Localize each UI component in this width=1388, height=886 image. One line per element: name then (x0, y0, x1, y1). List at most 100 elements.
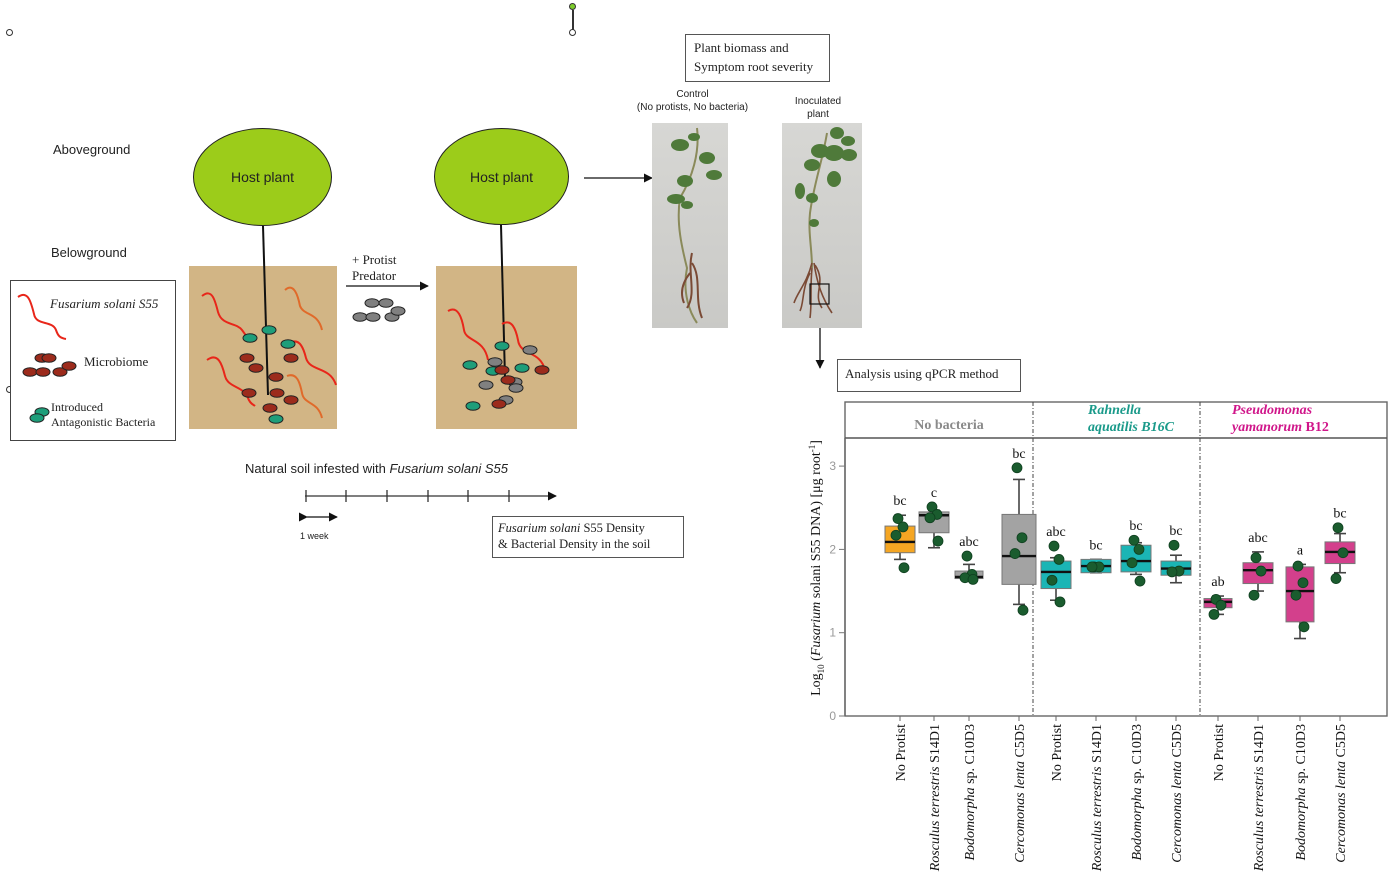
significance-letter: bc (1169, 524, 1182, 539)
ylabel-species: Fusarium (809, 602, 824, 657)
data-point (897, 521, 909, 533)
x-label-italic: Cercomonas lenta (1170, 761, 1185, 863)
data-point (1337, 547, 1349, 559)
host-plant-2: Host plant (434, 128, 569, 225)
data-point (1133, 544, 1145, 555)
protist-cell (365, 312, 381, 322)
ylabel-sub: 10 (816, 664, 826, 674)
box-group: a (1285, 543, 1315, 640)
y-tick-label: 2 (829, 542, 836, 556)
control-line1: Control (676, 89, 709, 100)
chart-frame (844, 401, 1388, 717)
protist-cell (390, 306, 406, 316)
data-point (967, 573, 979, 585)
x-tick-label: No Protist (1212, 724, 1227, 781)
box-group: bc (1160, 524, 1192, 584)
significance-letter: c (931, 486, 937, 501)
inoculated-line2: plant (807, 109, 829, 120)
x-tick-label: Bodomorpha sp. C10D3 (963, 724, 978, 861)
x-label-italic: Rosculus terrestris (928, 766, 943, 872)
significance-letter: abc (959, 535, 978, 550)
data-point (1332, 522, 1344, 534)
microbiome-cell (534, 365, 550, 375)
box-group: bc (884, 494, 916, 574)
soil-before (189, 266, 337, 429)
x-label-rest: C5D5 (1334, 724, 1349, 761)
density-box-species: Fusarium solani (498, 521, 581, 535)
legend-introduced-line1: Introduced (51, 400, 103, 414)
data-point (1053, 553, 1065, 565)
data-point (1009, 548, 1021, 559)
x-label-rest: sp. C10D3 (1130, 724, 1145, 787)
control-plant-drawing (667, 127, 722, 324)
box-group: c (918, 486, 950, 549)
data-point (1298, 621, 1310, 633)
legend-microbiome-label: Microbiome (84, 354, 149, 369)
rotate-handle[interactable] (569, 3, 576, 10)
microbiome-cell (239, 353, 255, 363)
microbiome-cell (248, 363, 264, 373)
timeline-title: Natural soil infested with Fusarium sola… (245, 461, 508, 476)
stem-1 (262, 225, 269, 396)
data-point (1016, 532, 1028, 544)
qpcr-box: Analysis using qPCR method (837, 359, 1021, 392)
data-point (1048, 540, 1060, 552)
antagonistic-cell (280, 339, 296, 349)
timeline-ticks (305, 490, 510, 502)
significance-letter: abc (1046, 525, 1065, 540)
ylabel-open: ( (809, 656, 824, 665)
y-tick-label: 3 (829, 459, 836, 473)
box-group: bc (1001, 447, 1037, 616)
protist-predator-label: + Protist Predator (352, 252, 397, 284)
selection-handle[interactable] (569, 29, 576, 36)
box-iqr (1001, 513, 1037, 585)
panel-title-rahnella-line1: Rahnella (1087, 403, 1141, 418)
antagonistic-cell (494, 341, 510, 351)
y-tick-label: 0 (829, 709, 836, 723)
inoculated-plant-drawing (793, 127, 857, 319)
microbiome-cell (269, 388, 285, 398)
fusarium-hyphae-soil1 (201, 286, 337, 419)
x-tick-label: Rosculus terrestris S14D1 (928, 724, 943, 872)
x-tick-label: Rosculus terrestris S14D1 (1090, 724, 1105, 872)
ylabel-rest: solani S55 DNA) [μg root (809, 452, 824, 602)
x-label-rest: S14D1 (928, 724, 943, 766)
protist-cell (487, 357, 503, 367)
significance-letter: bc (1333, 507, 1346, 522)
host-plant-1: Host plant (193, 128, 332, 226)
control-line2: (No protists, No bacteria) (636, 102, 749, 113)
data-point (1292, 560, 1304, 572)
antagonistic-cell (462, 360, 478, 370)
x-label-rest: No Protist (894, 724, 909, 781)
data-point (1290, 589, 1302, 601)
box-group: abc (1242, 531, 1274, 601)
fusarium-hyphae-soil2 (447, 308, 546, 371)
data-point (1297, 577, 1309, 589)
antagonistic-cell (465, 401, 481, 411)
significance-letter: bc (1012, 447, 1025, 462)
x-label-italic: Cercomonas lenta (1334, 761, 1349, 863)
data-point (1166, 566, 1178, 578)
control-plant-photo (652, 123, 728, 328)
data-point (1168, 539, 1180, 551)
pseudomonas-line2-rest: B12 (1302, 420, 1329, 435)
inoculated-label: Inoculated plant (780, 95, 856, 121)
panel-title-no-bacteria: No bacteria (914, 418, 984, 433)
x-tick-label: No Protist (1050, 724, 1065, 781)
protist-line1: + Protist (352, 252, 397, 267)
significance-letter: ab (1211, 575, 1224, 590)
belowground-label: Belowground (51, 245, 127, 260)
box-group: bc (1080, 538, 1112, 574)
data-point (1126, 557, 1138, 569)
data-point (1086, 561, 1098, 573)
legend-antagonistic-cell (29, 413, 45, 423)
box-group: abc (954, 535, 984, 585)
microbiome-cell (262, 403, 278, 413)
antagonistic-cell (261, 325, 277, 335)
data-point (926, 501, 938, 513)
ylabel-prefix: Log (809, 673, 824, 696)
significance-letter: bc (1089, 538, 1102, 553)
selection-handle[interactable] (6, 29, 13, 36)
significance-letter: abc (1248, 531, 1267, 546)
